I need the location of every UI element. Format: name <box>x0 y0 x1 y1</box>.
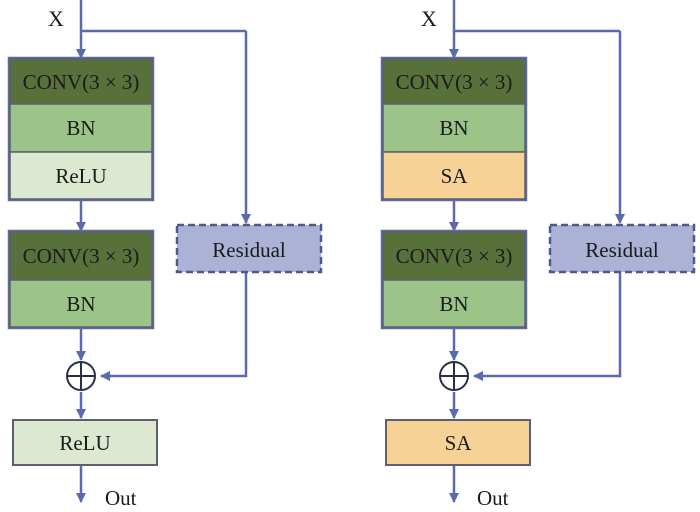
left-bn2-block <box>9 279 153 328</box>
left-stack2-outline <box>7 229 155 330</box>
right-bn1-label: BN <box>439 116 468 140</box>
standard-residual-block: X CONV(3 × 3) BN ReLU CONV(3 × 3) BN Res… <box>7 0 323 510</box>
right-add-node-icon <box>439 361 469 391</box>
left-bn1-block <box>9 103 153 153</box>
right-residual-block <box>548 223 696 274</box>
right-sa2-block <box>385 419 531 466</box>
left-output-label: Out <box>105 486 137 510</box>
right-conv2-block <box>382 231 526 281</box>
left-stack1-outline <box>7 56 155 202</box>
right-output-label: Out <box>477 486 509 510</box>
left-conv2-label: CONV(3 × 3) <box>23 244 140 268</box>
left-residual-block <box>175 223 323 274</box>
right-bn2-label: BN <box>439 292 468 316</box>
left-input-label: X <box>48 6 64 31</box>
left-relu2-block <box>12 419 158 466</box>
left-residual-return-line <box>100 272 248 381</box>
right-bn2-block <box>382 279 526 328</box>
right-sa1-block <box>382 151 526 200</box>
left-bn2-label: BN <box>66 292 95 316</box>
right-residual-return-line <box>473 272 622 381</box>
right-sa2-label: SA <box>445 431 473 455</box>
left-residual-label: Residual <box>212 238 286 262</box>
right-stack1-outline <box>380 56 528 202</box>
right-stack2-outline <box>380 229 528 330</box>
right-conv1-block <box>382 58 526 105</box>
right-bn1-block <box>382 103 526 153</box>
left-relu1-block <box>9 151 153 200</box>
right-conv2-label: CONV(3 × 3) <box>396 244 513 268</box>
left-conv1-label: CONV(3 × 3) <box>23 70 140 94</box>
right-sa1-label: SA <box>441 164 469 188</box>
left-relu1-label: ReLU <box>55 164 106 188</box>
right-input-label: X <box>421 6 437 31</box>
left-relu2-label: ReLU <box>59 431 110 455</box>
right-conv1-label: CONV(3 × 3) <box>396 70 513 94</box>
sa-residual-block: X CONV(3 × 3) BN SA CONV(3 × 3) BN Resid… <box>380 0 696 510</box>
left-conv2-block <box>9 231 153 281</box>
left-add-node-icon <box>66 361 96 391</box>
right-residual-label: Residual <box>585 238 659 262</box>
left-connectors <box>76 0 251 503</box>
right-connectors <box>449 0 625 503</box>
left-bn1-label: BN <box>66 116 95 140</box>
